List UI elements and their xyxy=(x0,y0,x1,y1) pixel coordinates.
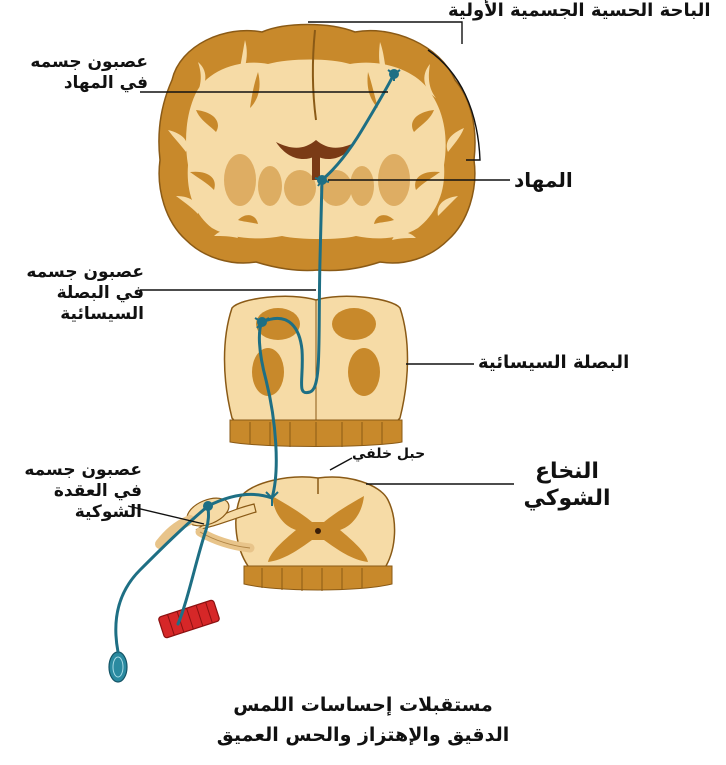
label-medulla-neuron-line2: في البصلة xyxy=(26,283,144,304)
central-canal xyxy=(315,528,321,534)
label-thalamus-neuron-line2: في المهاد xyxy=(30,73,148,94)
label-somatosensory-area: الباحة الحسية الجسمية الأولية xyxy=(448,0,711,21)
caption: مستقبلات إحساسات اللمس الدقيق والإهتزاز … xyxy=(0,690,726,750)
muscle-spindle-receptor xyxy=(158,600,220,639)
label-ganglion-neuron-line2: في العقدة xyxy=(24,481,142,502)
label-ganglion-neuron-line3: الشوكية xyxy=(24,502,142,523)
spinal-bottom-rim xyxy=(244,566,392,590)
label-ganglion-neuron-line1: عصبون جسمه xyxy=(24,460,142,481)
medulla-ridges xyxy=(250,422,382,447)
ganglion-cell-body xyxy=(203,501,213,511)
label-medulla-neuron-line1: عصبون جسمه xyxy=(26,262,144,283)
medulla-section xyxy=(225,296,408,447)
label-thalamus-neuron: عصبون جسمه في المهاد xyxy=(30,52,148,94)
label-spinal-cord-line1: النخاع xyxy=(522,458,612,485)
label-thalamus-neuron-line1: عصبون جسمه xyxy=(30,52,148,73)
caption-line2: الدقيق والإهتزاز والحس العميق xyxy=(0,720,726,750)
label-medulla-neuron-line3: السيسائية xyxy=(26,304,144,325)
spinal-nerve xyxy=(160,520,190,544)
label-medulla-neuron: عصبون جسمه في البصلة السيسائية xyxy=(26,262,144,325)
label-dorsal-column: حبل خلفي xyxy=(352,446,425,462)
label-thalamus: المهاد xyxy=(514,168,573,192)
label-ganglion-neuron: عصبون جسمه في العقدة الشوكية xyxy=(24,460,142,523)
label-spinal-cord-line2: الشوكي xyxy=(522,485,612,512)
caption-line1: مستقبلات إحساسات اللمس xyxy=(0,690,726,720)
label-spinal-cord: النخاع الشوكي xyxy=(522,458,612,512)
label-medulla: البصلة السيسائية xyxy=(478,352,629,373)
brain-section xyxy=(159,25,475,271)
pacinian-corpuscle xyxy=(109,652,127,682)
